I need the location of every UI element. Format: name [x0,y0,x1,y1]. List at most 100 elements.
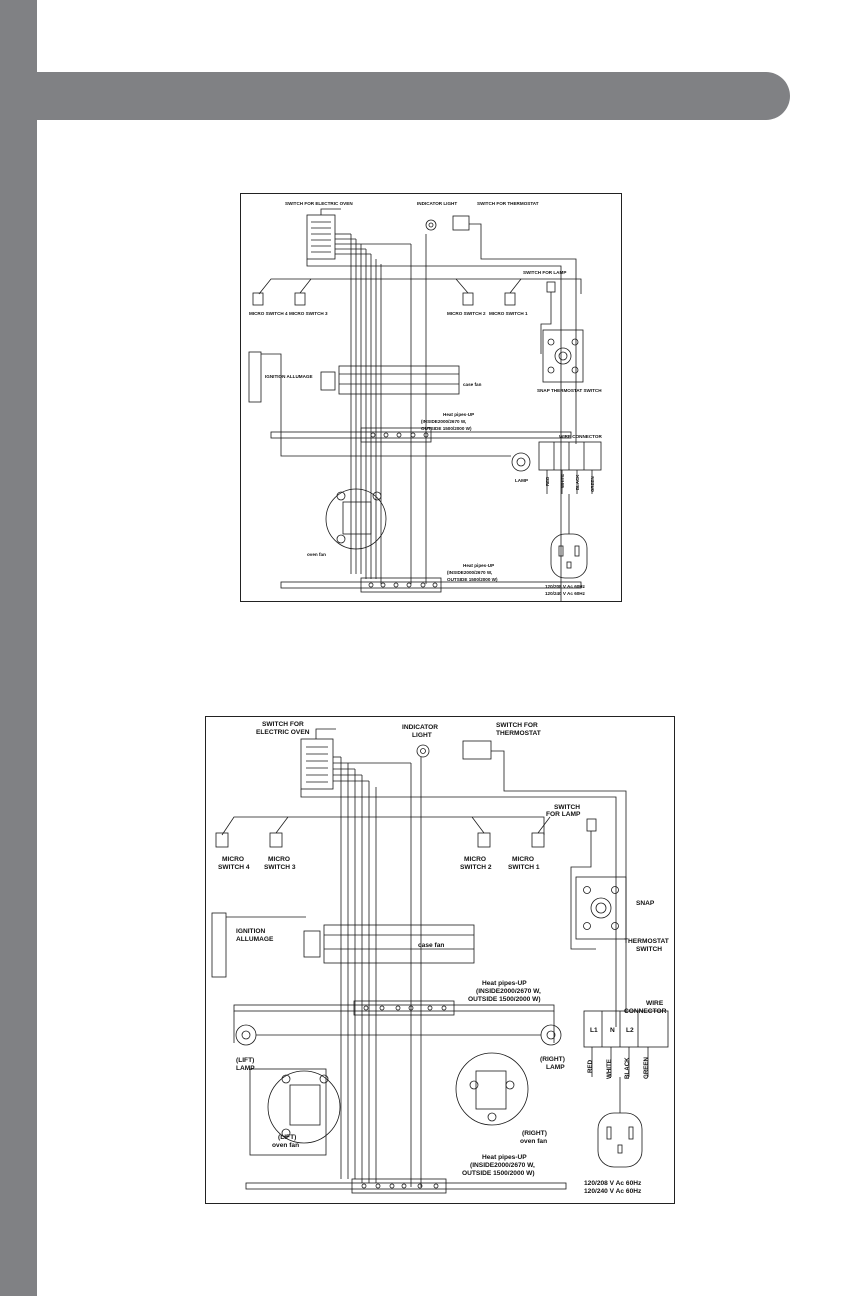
label-snap-1: SNAP [636,900,655,907]
wiring-diagram-double-oven: SWITCH FOR ELECTRIC OVEN INDICATOR LIGHT… [205,716,675,1204]
oven-switch-block [300,738,334,790]
label-lift-fan-1: (LIFT) [278,1134,296,1141]
vertical-wire-bundle [335,233,427,584]
label-heat-top-2: (INSIDE2000/2670 W, [476,988,541,995]
label-indicator-1: INDICATOR [402,724,438,731]
label-wire-green: GREEN [643,1056,650,1079]
micro-switch-2 [462,292,474,306]
label-wire-connector-2: CONNECTOR [624,1008,667,1015]
label-micro2-2: SWITCH 2 [460,864,492,871]
label-micro4: MICRO SWITCH 4 [249,311,288,316]
label-right-lamp-1: (RIGHT) [540,1056,565,1063]
micro-switch-1 [504,292,516,306]
label-switch-lamp-1: SWITCH [554,804,580,811]
label-volt1: 120/208 V Ac 60Hz [545,584,586,589]
label-heat-bot-3: OUTSIDE 1500/2000 W) [447,577,498,582]
label-heat-bot-2: (INSIDE2000/2670 W, [447,570,492,575]
label-wire-white: WHITE [606,1059,613,1079]
heat-pipe-bottom [280,581,582,589]
power-plug [550,533,588,579]
label-snap: SNAP THERMOSTAT SWITCH [537,388,602,393]
lamp-switch [586,818,597,832]
ignition-module [248,351,262,403]
heat-pipe-top [270,431,572,439]
label-micro1-2: SWITCH 1 [508,864,540,871]
lift-lamp [235,1024,257,1046]
label-micro2: MICRO SWITCH 2 [447,311,486,316]
label-switch-thermo-1: SWITCH FOR [496,722,538,729]
label-snap-2: THERMOSTAT [624,938,669,945]
power-plug [597,1112,643,1168]
label-wire-red: RED [587,1059,594,1073]
label-wire-green: GREEN [590,476,595,492]
micro-switch-4 [252,292,264,306]
label-switch-thermo-2: THERMOSTAT [496,730,541,737]
label-case-fan: case fan [463,382,482,387]
indicator-light [425,219,437,231]
label-lamp: LAMP [515,478,528,483]
micro-switch-2 [477,832,491,848]
label-lift-lamp-2: LAMP [236,1065,255,1072]
label-heat-top-2: (INSIDE2000/2670 W, [421,419,466,424]
diagram1-svg: SWITCH FOR ELECTRIC OVEN INDICATOR LIGHT… [248,201,602,601]
micro-switch-1 [531,832,545,848]
label-heat-top-3: OUTSIDE 1500/2000 W) [421,426,472,431]
label-wire-white: WHITE [560,474,565,488]
thermostat-switch [452,215,470,231]
label-lift-lamp-1: (LIFT) [236,1057,254,1064]
ignition-module [211,912,227,978]
lamp [511,452,531,472]
label-heat-bot-1: Heat pipes-UP [482,1154,527,1161]
case-fan [323,924,475,964]
label-heat-bot-2: (INSIDE2000/2670 W, [470,1162,535,1169]
label-wire-connector-1: WIRE [646,1000,664,1007]
oven-switch-contacts [311,221,331,253]
snap-thermostat-switch [542,329,584,383]
micro-switch-3 [269,832,283,848]
header-bar [37,72,790,120]
lift-oven-fan [267,1070,341,1144]
label-right-fan-1: (RIGHT) [522,1130,547,1137]
right-oven-fan [455,1052,529,1126]
label-switch-lamp-2: FOR LAMP [546,811,581,818]
label-wire-red: RED [545,477,550,486]
label-right-lamp-2: LAMP [546,1064,565,1071]
wire-connector [583,1010,669,1048]
label-switch-thermostat: SWITCH FOR THERMOSTAT [477,201,539,206]
left-sidebar-band [0,0,37,1296]
label-micro3-2: SWITCH 3 [264,864,296,871]
label-terminal-n: N [610,1027,615,1034]
label-switch-oven: SWITCH FOR ELECTRIC OVEN [285,201,353,206]
micro-switch-3 [294,292,306,306]
label-heat-bot-3: OUTSIDE 1500/2000 W) [462,1170,535,1177]
label-micro4-2: SWITCH 4 [218,864,250,871]
diagram2-svg: SWITCH FOR ELECTRIC OVEN INDICATOR LIGHT… [211,721,669,1195]
label-wire-connector: WIRE CONNECTOR [559,434,602,439]
label-ignition: IGNITION ALLUMAGE [265,374,313,379]
label-micro1-1: MICRO [512,856,534,863]
label-micro3-1: MICRO [268,856,290,863]
label-ignition-1: IGNITION [236,928,266,935]
label-indicator-2: LIGHT [412,732,432,739]
wire-connector [538,441,602,471]
label-ignition-2: ALLUMAGE [236,936,274,943]
label-oven-fan: oven fan [307,552,326,557]
micro-switch-4 [215,832,229,848]
label-micro4-1: MICRO [222,856,244,863]
snap-thermostat-switch [575,876,627,940]
case-fan [338,365,460,395]
wiring-diagram-single-oven: SWITCH FOR ELECTRIC OVEN INDICATOR LIGHT… [240,193,622,602]
label-lift-fan-2: oven fan [272,1142,299,1149]
label-switch-oven-2: ELECTRIC OVEN [256,729,310,736]
label-wire-black: BLACK [575,474,580,490]
label-micro1: MICRO SWITCH 1 [489,311,528,316]
label-micro2-1: MICRO [464,856,486,863]
label-snap-3: SWITCH [636,946,662,953]
label-terminal-l2: L2 [626,1027,634,1034]
label-switch-oven-1: SWITCH FOR [262,721,304,728]
label-heat-top-3: OUTSIDE 1500/2000 W) [468,996,541,1003]
label-indicator: INDICATOR LIGHT [417,201,457,206]
label-right-fan-2: oven fan [520,1138,547,1145]
oven-fan [325,488,387,550]
label-volt2: 120/240 V Ac 60Hz [584,1188,642,1195]
